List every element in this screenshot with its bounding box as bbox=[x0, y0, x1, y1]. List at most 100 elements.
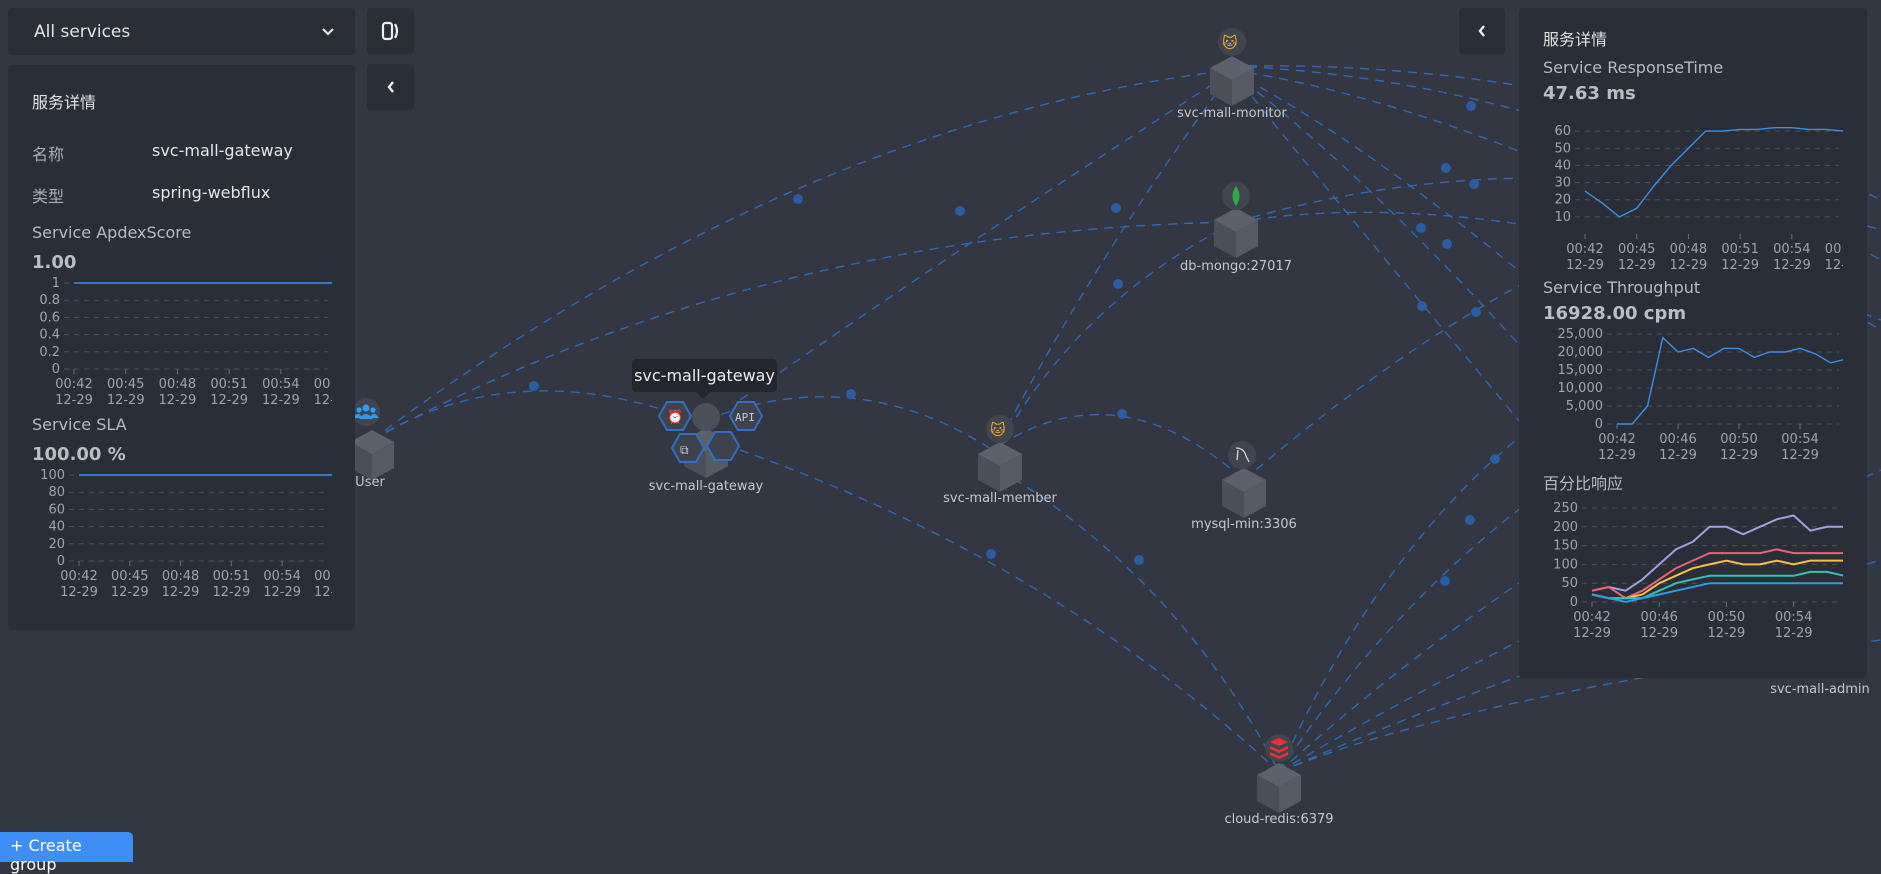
layout-toggle-button[interactable] bbox=[367, 8, 414, 54]
x-tick-date: 12-29 bbox=[1573, 626, 1611, 640]
alarm-icon: ⏰ bbox=[667, 408, 683, 425]
y-tick-label: 200 bbox=[1553, 520, 1578, 535]
x-tick-label: 00:42 bbox=[60, 569, 97, 584]
x-tick-date: 12-29 bbox=[1618, 258, 1656, 272]
y-tick-label: 0 bbox=[1570, 595, 1578, 610]
x-tick-label: 00:42 bbox=[1566, 242, 1603, 257]
node-label-mongo: db-mongo:27017 bbox=[1180, 259, 1292, 274]
sla-label: Service SLA bbox=[32, 415, 127, 434]
y-tick-label: 60 bbox=[48, 502, 65, 517]
x-tick-date: 12-29 bbox=[1773, 258, 1811, 272]
chevron-left-icon bbox=[386, 81, 394, 93]
panel-title: 服务详情 bbox=[1543, 30, 1608, 49]
y-tick-label: 40 bbox=[48, 520, 65, 535]
x-tick-date: 12-29 bbox=[212, 585, 250, 599]
series-line bbox=[1591, 582, 1843, 604]
x-tick-label: 00:54 bbox=[1781, 432, 1818, 447]
x-tick-date: 12-29 bbox=[1598, 448, 1636, 462]
node-label-mysql: mysql-min:3306 bbox=[1191, 517, 1297, 532]
x-tick-date: 12-29 bbox=[1670, 258, 1708, 272]
node-redis[interactable] bbox=[1257, 734, 1301, 813]
series-line bbox=[1591, 570, 1843, 600]
name-row: 名称 svc-mall-gateway bbox=[32, 141, 330, 165]
name-value: svc-mall-gateway bbox=[152, 141, 293, 160]
throughput-value: 16928.00 cpm bbox=[1543, 303, 1687, 324]
node-monitor[interactable]: 🐱 bbox=[1210, 28, 1254, 106]
node-mysql[interactable] bbox=[1222, 441, 1266, 518]
node-mongo[interactable] bbox=[1214, 182, 1258, 258]
x-tick-date: 12-29 bbox=[107, 393, 145, 407]
collapse-left-button[interactable] bbox=[367, 64, 414, 110]
x-tick-date: 12-29 bbox=[1708, 626, 1746, 640]
y-tick-label: 50 bbox=[1554, 141, 1571, 156]
type-row: 类型 spring-webflux bbox=[32, 183, 330, 207]
y-tick-label: 80 bbox=[48, 485, 65, 500]
node-label-monitor: svc-mall-monitor bbox=[1177, 106, 1287, 121]
y-tick-label: 1 bbox=[52, 276, 60, 291]
x-tick-date: 12-29 bbox=[262, 393, 300, 407]
y-tick-label: 0.2 bbox=[39, 345, 60, 360]
x-tick-date: 12-29 bbox=[1721, 258, 1759, 272]
type-value: spring-webflux bbox=[152, 183, 271, 202]
panel-title: 服务详情 bbox=[32, 93, 97, 112]
collapse-right-button[interactable] bbox=[1459, 8, 1505, 54]
topology-icon: ⧉ bbox=[680, 443, 689, 457]
service-select[interactable]: All services bbox=[8, 8, 355, 55]
series-line bbox=[1591, 559, 1843, 600]
x-tick-label: 00:42 bbox=[1598, 432, 1635, 447]
y-tick-label: 25,000 bbox=[1558, 327, 1604, 342]
series-line bbox=[1617, 336, 1843, 425]
y-tick-label: 60 bbox=[1554, 124, 1571, 139]
y-tick-label: 250 bbox=[1553, 501, 1578, 516]
node-member[interactable]: 🐱 bbox=[978, 415, 1022, 492]
y-tick-label: 20 bbox=[48, 537, 65, 552]
x-tick-date: 12-29 bbox=[1825, 258, 1843, 272]
name-label: 名称 bbox=[32, 145, 65, 164]
x-tick-label: 00:46 bbox=[1659, 432, 1696, 447]
tomcat-icon: 🐱 bbox=[990, 421, 1006, 439]
apdex-label: Service ApdexScore bbox=[32, 223, 192, 242]
y-tick-label: 10,000 bbox=[1558, 381, 1604, 396]
x-tick-label: 00:51 bbox=[213, 569, 250, 584]
x-tick-label: 00:48 bbox=[1670, 242, 1707, 257]
y-tick-label: 5,000 bbox=[1566, 399, 1603, 414]
y-tick-label: 0 bbox=[57, 554, 65, 569]
x-tick-label: 00:51 bbox=[210, 377, 247, 392]
response-time-chart: 10203040506000:4212-2900:4512-2900:4812-… bbox=[1554, 124, 1843, 272]
x-tick-label: 00:45 bbox=[111, 569, 148, 584]
x-tick-label: 00:42 bbox=[55, 377, 92, 392]
tomcat-icon: 🐱 bbox=[1222, 34, 1238, 52]
sla-value: 100.00 % bbox=[32, 444, 126, 465]
x-tick-date: 12-29 bbox=[263, 585, 301, 599]
x-tick-label: 00:50 bbox=[1720, 432, 1757, 447]
service-select-value: All services bbox=[34, 21, 131, 42]
layout-toggle-icon bbox=[381, 21, 398, 41]
redis-icon bbox=[1270, 738, 1288, 759]
response-time-value: 47.63 ms bbox=[1543, 83, 1636, 104]
y-tick-label: 0 bbox=[1595, 417, 1603, 432]
x-tick-date: 12-29 bbox=[1720, 448, 1758, 462]
percentile-label: 百分比响应 bbox=[1543, 474, 1624, 493]
x-tick-label: 00:54 bbox=[263, 569, 300, 584]
node-label-gateway: svc-mall-gateway bbox=[648, 479, 764, 494]
y-tick-label: 0.8 bbox=[39, 293, 60, 308]
x-tick-label: 00:48 bbox=[159, 377, 196, 392]
create-group-button[interactable]: + Create group bbox=[0, 832, 133, 874]
api-icon: API bbox=[735, 411, 755, 424]
percentile-chart: 05010015020025000:4212-2900:4612-2900:50… bbox=[1553, 501, 1843, 640]
node-tooltip: svc-mall-gateway bbox=[632, 359, 777, 399]
x-tick-date: 12-29 bbox=[314, 585, 332, 599]
y-tick-label: 10 bbox=[1554, 210, 1571, 225]
node-user[interactable] bbox=[350, 398, 394, 480]
y-tick-label: 20,000 bbox=[1558, 345, 1604, 360]
x-tick-label: 00:54 bbox=[262, 377, 299, 392]
x-tick-label: 00:54 bbox=[1775, 610, 1812, 625]
users-icon bbox=[353, 404, 379, 419]
x-tick-date: 12-29 bbox=[1659, 448, 1697, 462]
y-tick-label: 30 bbox=[1554, 176, 1571, 191]
x-tick-label: 00:45 bbox=[1618, 242, 1655, 257]
node-gateway[interactable]: ⏰ API ⧉ bbox=[657, 401, 764, 478]
y-tick-label: 150 bbox=[1553, 539, 1578, 554]
x-tick-date: 12-29 bbox=[162, 585, 200, 599]
x-tick-label: 00:57 bbox=[1825, 242, 1843, 257]
